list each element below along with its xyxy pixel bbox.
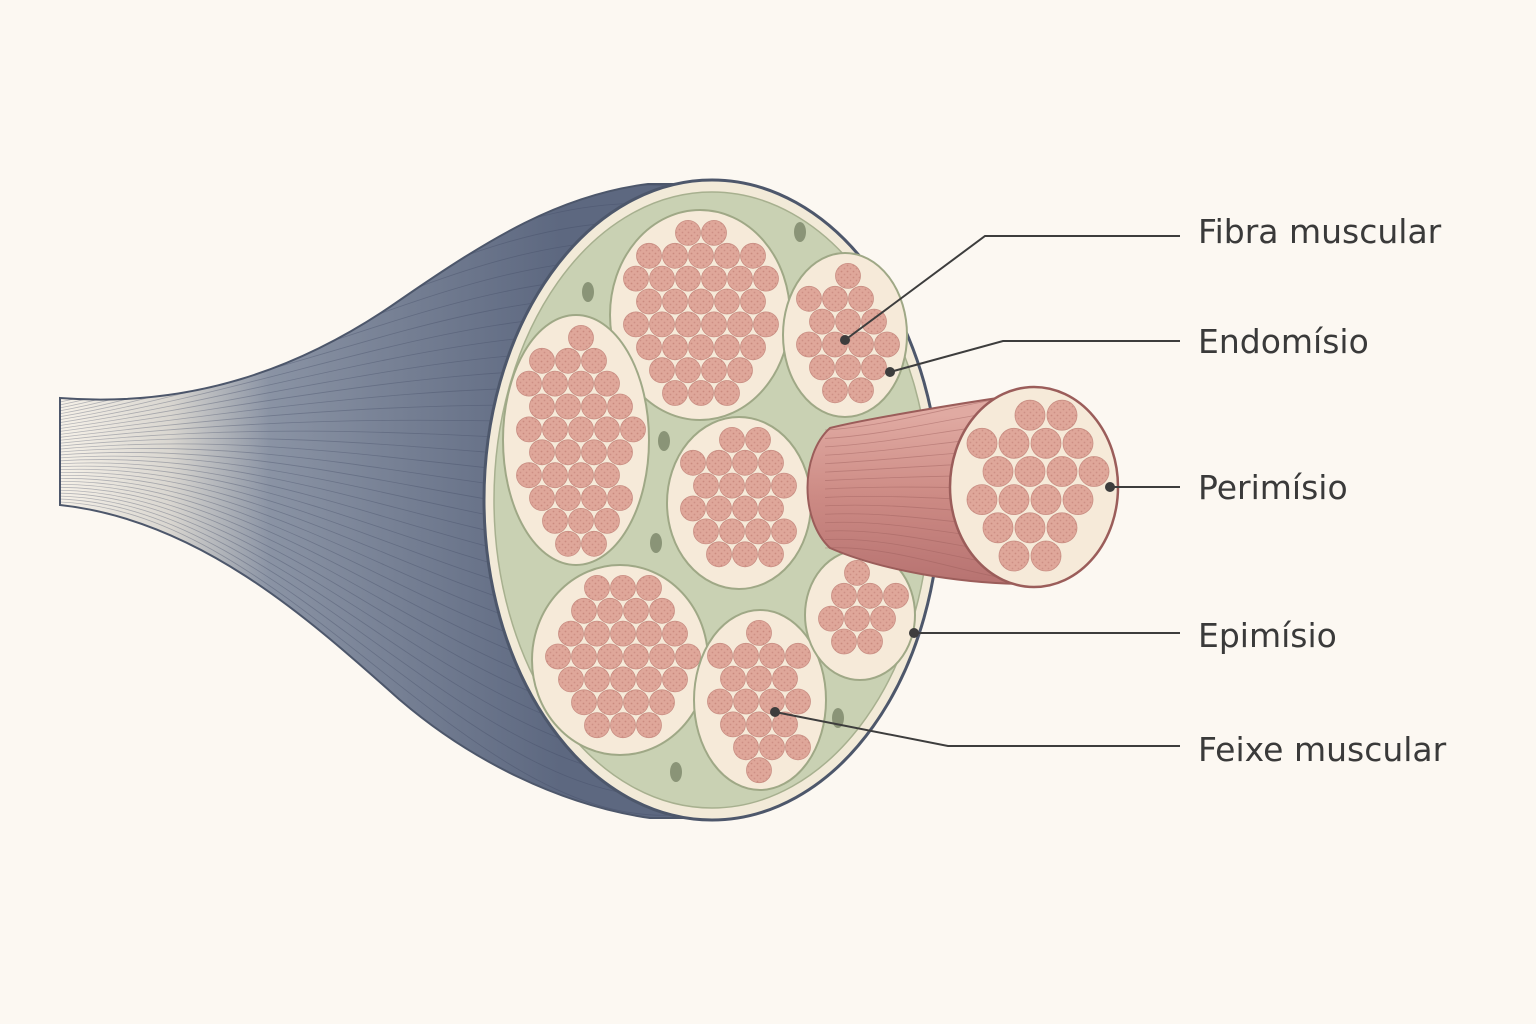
muscle-bundles [502,209,916,791]
dot-perimisio [1105,482,1115,492]
leader-dots [770,335,1115,717]
leader-feixe-muscular [774,711,1180,747]
leader-endomisio [889,340,1180,373]
label-endomisio: Endomísio [1198,322,1369,361]
leader-lines [774,235,1180,747]
label-epimisio: Epimísio [1198,616,1337,655]
leader-fibra-muscular [844,235,1180,341]
dot-feixe-muscular [770,707,780,717]
label-perimisio: Perimísio [1198,468,1348,507]
dot-endomisio [885,367,895,377]
dot-epimisio [909,628,919,638]
label-feixe-muscular: Feixe muscular [1198,730,1447,769]
dot-fibra-muscular [840,335,850,345]
protruding-fascicle [806,385,1120,589]
label-fibra-muscular: Fibra muscular [1198,212,1442,251]
